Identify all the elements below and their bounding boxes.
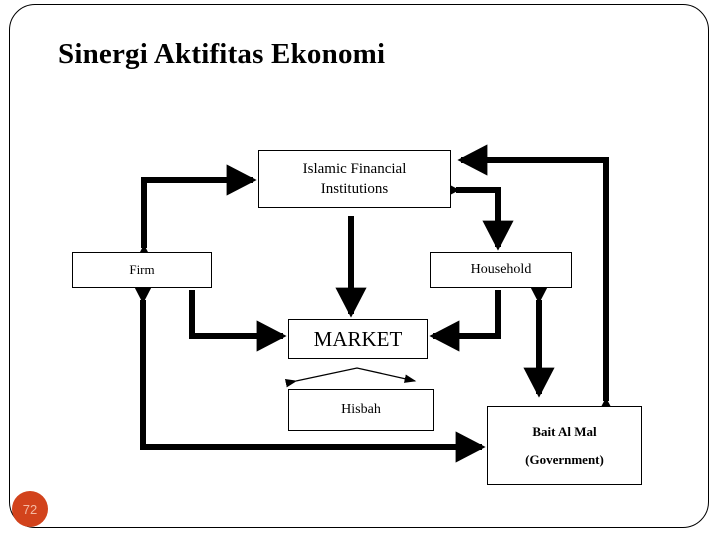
edge-hisbah-to-market: [284, 367, 417, 388]
slide-border-frame: [9, 4, 709, 528]
edge-household-to-market: [429, 290, 501, 352]
node-islamic-financial-institutions[interactable]: Islamic Financial Institutions: [258, 150, 451, 208]
edge-ifi-to-household: [429, 174, 514, 251]
node-line: Firm: [129, 262, 155, 278]
node-line: Household: [470, 261, 532, 277]
node-bait-al-mal[interactable]: Bait Al Mal (Government): [487, 406, 642, 485]
node-line: Islamic Financial: [302, 160, 407, 177]
node-firm[interactable]: Firm: [72, 252, 212, 288]
page-title: Sinergi Aktifitas Ekonomi: [58, 38, 386, 70]
node-line: Bait Al Mal: [532, 423, 597, 439]
node-line: Institutions: [320, 181, 389, 197]
node-hisbah[interactable]: Hisbah: [288, 389, 434, 431]
edge-bait-to-ifi: [457, 144, 622, 428]
edge-firm-to-market: [189, 290, 287, 352]
node-household[interactable]: Household: [430, 252, 572, 288]
node-line: (Government): [525, 451, 604, 467]
node-line: Hisbah: [341, 401, 381, 417]
node-line: MARKET: [313, 326, 403, 351]
edge-firm-to-ifi: [128, 164, 257, 275]
edge-firm-to-bait: [127, 273, 486, 463]
page-number-badge: 72: [12, 491, 48, 527]
node-market[interactable]: MARKET: [288, 319, 428, 359]
